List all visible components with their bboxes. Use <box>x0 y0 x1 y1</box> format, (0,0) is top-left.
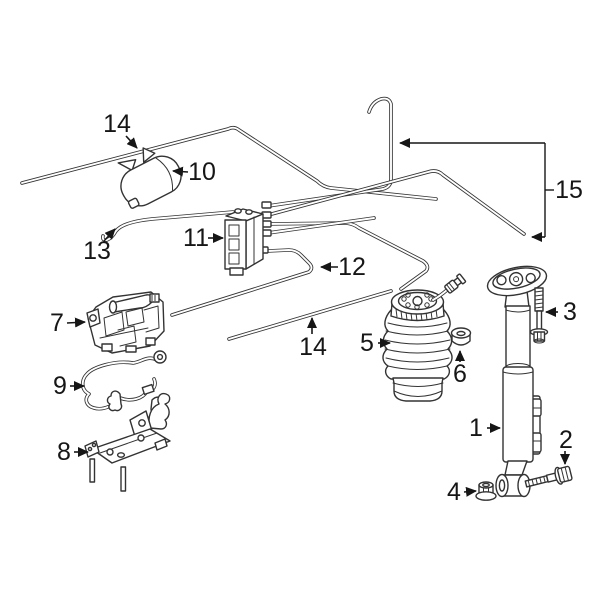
spring-connector <box>431 273 467 302</box>
callout-15[interactable]: 15 <box>399 138 583 242</box>
callout-1[interactable]: 1 <box>469 414 501 442</box>
compressor-illustration <box>86 291 165 354</box>
leader-arrow <box>125 135 138 149</box>
callout-label[interactable]: 10 <box>188 158 216 186</box>
callout-label[interactable]: 6 <box>453 360 467 388</box>
callout-9[interactable]: 9 <box>53 372 85 400</box>
callout-2[interactable]: 2 <box>559 426 573 465</box>
callout-11[interactable]: 11 <box>183 224 224 252</box>
mounting-bracket-illustration <box>84 392 171 492</box>
callout-label[interactable]: 4 <box>447 478 461 506</box>
callout-label[interactable]: 11 <box>183 224 209 252</box>
callout-label[interactable]: 1 <box>469 414 483 442</box>
callout-label[interactable]: 14 <box>103 110 131 138</box>
air-spring-illustration <box>382 289 453 402</box>
callout-8[interactable]: 8 <box>57 438 89 466</box>
callout-14-lower[interactable]: 14 <box>299 317 327 361</box>
vent-line-13 <box>101 210 235 242</box>
upper-bolt <box>529 287 549 344</box>
callout-label[interactable]: 3 <box>563 298 577 326</box>
callout-12[interactable]: 12 <box>320 253 366 281</box>
callout-13[interactable]: 13 <box>83 228 116 265</box>
bushing-illustration <box>450 327 472 346</box>
callout-label[interactable]: 5 <box>360 329 374 357</box>
callout-label[interactable]: 7 <box>50 309 64 337</box>
valve-unit-illustration <box>224 201 272 276</box>
callout-3[interactable]: 3 <box>545 298 577 326</box>
callout-label[interactable]: 12 <box>338 253 366 281</box>
leader-arrow <box>172 166 189 177</box>
callout-5[interactable]: 5 <box>360 329 391 357</box>
callout-4[interactable]: 4 <box>447 478 477 506</box>
callout-label[interactable]: 2 <box>559 426 573 454</box>
leader-arrow <box>463 486 477 497</box>
callout-10[interactable]: 10 <box>172 158 216 186</box>
flange-nut <box>475 481 497 501</box>
callout-label[interactable]: 9 <box>53 372 67 400</box>
leader-arrow <box>103 228 116 242</box>
callout-14-upper[interactable]: 14 <box>103 110 138 149</box>
callout-6[interactable]: 6 <box>453 350 467 388</box>
reservoir-illustration <box>117 147 182 209</box>
lower-bolt <box>524 465 573 488</box>
callout-label[interactable]: 8 <box>57 438 71 466</box>
line-harness-illustration <box>80 350 167 415</box>
shock-absorber-illustration <box>486 265 548 498</box>
pressure-line-top-15 <box>266 96 393 208</box>
callout-label[interactable]: 13 <box>83 237 111 265</box>
callout-label[interactable]: 15 <box>555 176 583 204</box>
callout-label[interactable]: 14 <box>299 333 327 361</box>
callout-7[interactable]: 7 <box>50 309 86 337</box>
leader-arrow <box>66 317 86 328</box>
